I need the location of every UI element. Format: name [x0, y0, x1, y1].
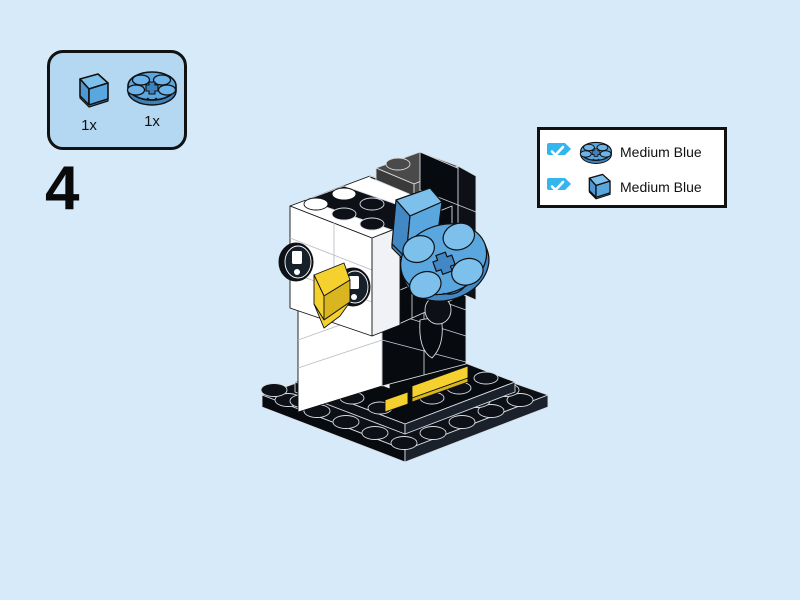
checkbox-checked-icon[interactable]: [546, 142, 572, 162]
penguin-brickheadz-svg: .bk { fill:#0d1117; stroke:#d9dde3; stro…: [260, 151, 549, 463]
lego-round-plate-2x2-icon: [116, 61, 188, 113]
penguin-flipper-black: [419, 295, 452, 359]
legend-color-label: Medium Blue: [620, 178, 702, 195]
medium-blue-round-plate-piece: [400, 222, 490, 302]
penguin-feet-yellow: [384, 365, 469, 413]
callout-parts-list: 1x: [50, 53, 184, 147]
legend-row[interactable]: Medium Blue: [546, 169, 718, 204]
callout-part-round-plate: 1x: [116, 61, 188, 130]
legend-color-label: Medium Blue: [620, 143, 702, 160]
callout-part-quantity: 1x: [81, 117, 97, 134]
lego-slope-piece-icon: [576, 171, 616, 203]
color-legend-box: Medium Blue Medium Blue: [537, 127, 727, 208]
parts-callout-box: 1x: [47, 50, 187, 150]
lego-slope-piece-icon: [58, 65, 120, 117]
callout-part-slope: 1x: [58, 65, 120, 134]
penguin-beak-yellow: [313, 262, 351, 329]
checkbox-checked-icon[interactable]: [546, 177, 572, 197]
step-number: 4: [45, 154, 79, 223]
lego-round-plate-2x2-icon: [576, 136, 616, 168]
callout-part-quantity: 1x: [144, 113, 160, 130]
model-illustration: .bk { fill:#0d1117; stroke:#d9dde3; stro…: [240, 150, 570, 490]
legend-row[interactable]: Medium Blue: [546, 134, 718, 169]
